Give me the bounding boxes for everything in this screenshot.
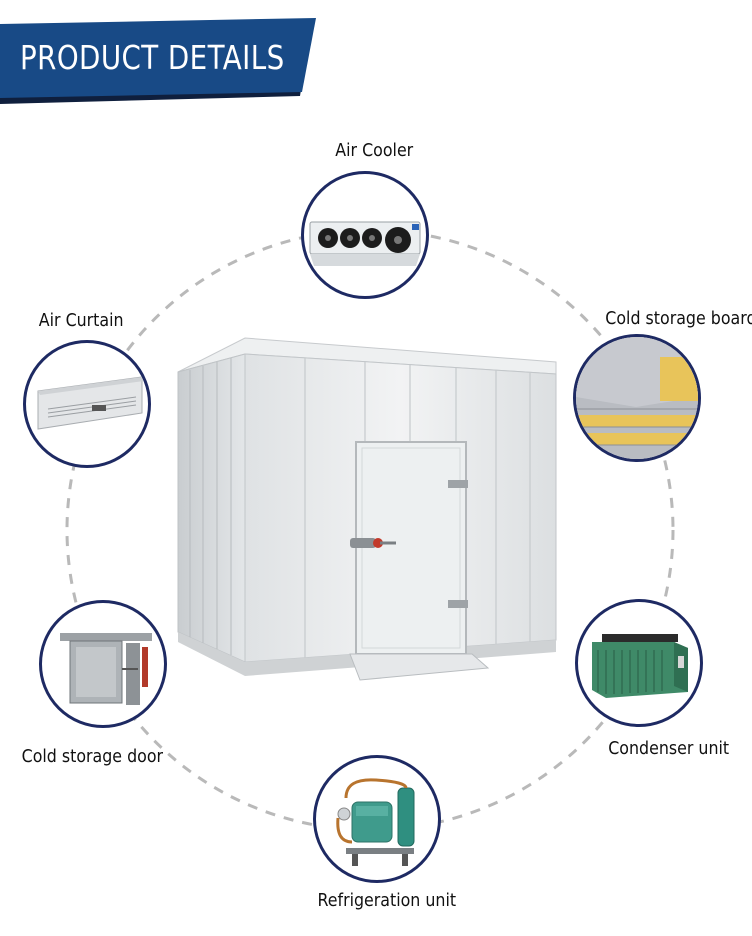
compressor-icon [336,778,415,866]
banner-shape [0,18,316,104]
label-cold-storage-door: Cold storage door [21,746,164,767]
condenser-icon [592,634,688,698]
cold-storage-board-node [573,334,701,462]
label-cold-storage-board: Cold storage board [605,308,752,329]
cold-storage-door-node [39,600,167,728]
label-condenser-unit: Condenser unit [608,738,730,759]
refrigeration-unit-node [313,755,441,883]
sliding-door-icon [60,633,152,705]
label-air-cooler: Air Cooler [335,140,414,161]
banner-title: PRODUCT DETAILS [20,38,285,77]
condenser-unit-node [575,599,703,727]
air-curtain-icon [37,376,144,430]
header-banner: PRODUCT DETAILS [0,0,330,110]
label-air-curtain: Air Curtain [38,310,124,331]
air-cooler-icon [309,221,421,266]
label-refrigeration-unit: Refrigeration unit [317,890,457,911]
air-cooler-node [301,171,429,299]
air-curtain-node [23,340,151,468]
insulated-panel-icon [576,337,698,459]
